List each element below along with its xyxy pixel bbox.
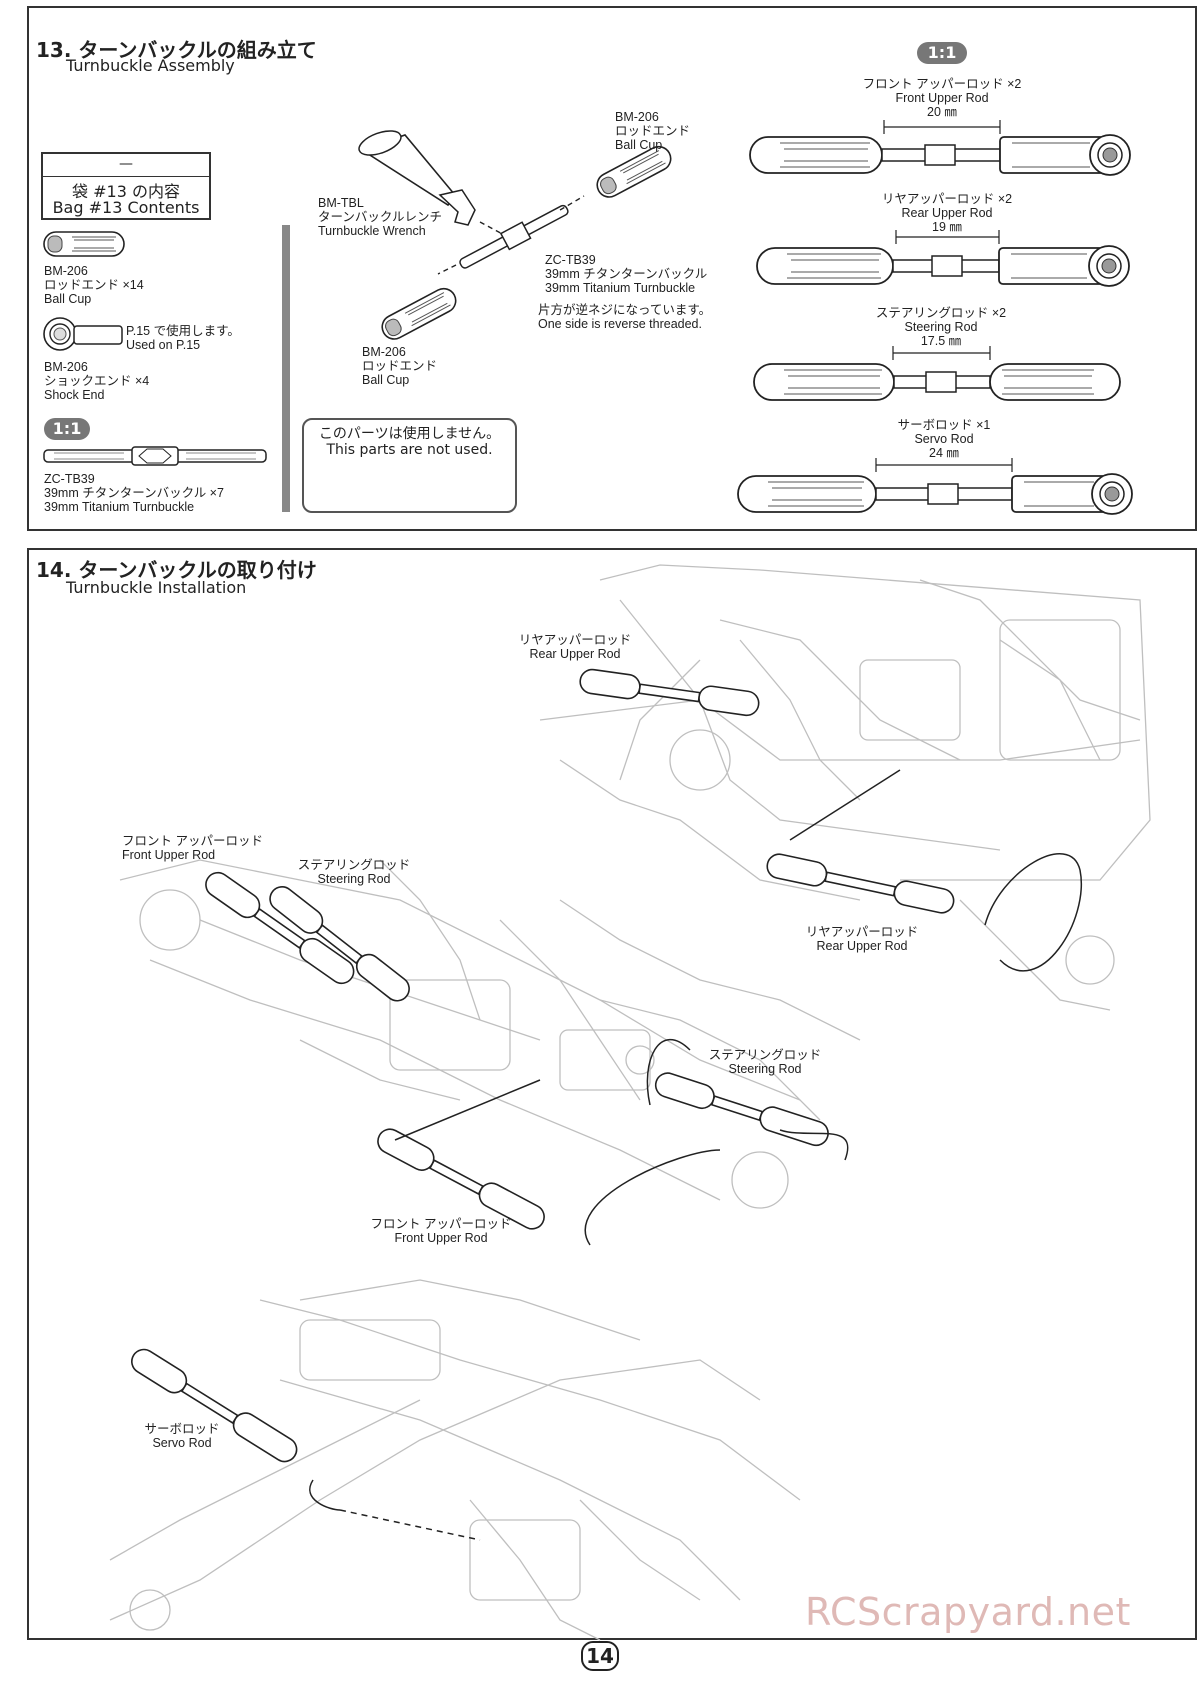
rod-steering-label: ステアリングロッド ×2 Steering Rod 17.5 ㎜	[875, 306, 1007, 348]
bag-label-jp: 袋 #13 の内容	[72, 182, 180, 201]
turnbuckle-label: ZC-TB39 39mm チタンターンバックル ×7 39mm Titanium…	[44, 472, 224, 514]
reverse-thread-note: 片方が逆ネジになっています。 One side is reverse threa…	[538, 303, 712, 331]
rod-steering	[753, 363, 1121, 401]
callout-front-upper-bottom: フロント アッパーロッド Front Upper Rod	[370, 1217, 512, 1245]
rod-servo	[737, 473, 1133, 515]
bag-divider	[43, 176, 209, 177]
divider-bar	[282, 225, 290, 512]
ball-cup-bottom-label: BM-206 ロッドエンド Ball Cup	[362, 345, 438, 387]
page-number: 14	[581, 1641, 619, 1671]
assembly-turnbuckle	[459, 204, 569, 269]
dimension-lines	[875, 120, 1013, 472]
watermark: RCScrapyard.net	[805, 1590, 1131, 1634]
bag-contents-box: — 袋 #13 の内容 Bag #13 Contents	[41, 152, 211, 220]
scale-badge-left: 1:1	[44, 418, 90, 440]
turnbuckle-part	[43, 446, 267, 466]
wrench-label: BM-TBL ターンバックルレンチ Turnbuckle Wrench	[318, 196, 443, 238]
ball-cup-top-label: BM-206 ロッドエンド Ball Cup	[615, 110, 691, 152]
callout-rear-upper-top: リヤアッパーロッド Rear Upper Rod	[518, 633, 632, 661]
step-14-title: 14. ターンバックルの取り付け	[36, 558, 317, 582]
callout-servo-rod: サーボロッド Servo Rod	[144, 1422, 220, 1450]
assembly-turnbuckle-label: ZC-TB39 39mm チタンターンバックル 39mm Titanium Tu…	[545, 253, 708, 295]
rod-rear-upper	[756, 245, 1130, 287]
callout-steering-bottom: ステアリングロッド Steering Rod	[708, 1048, 822, 1076]
rod-servo-label: サーボロッド ×1 Servo Rod 24 ㎜	[897, 418, 991, 460]
not-used-box: このパーツは使用しません。 This parts are not used.	[302, 418, 517, 513]
callout-steering-top: ステアリングロッド Steering Rod	[297, 858, 411, 886]
bag-label-en: Bag #13 Contents	[52, 198, 200, 217]
callout-rear-upper-bottom: リヤアッパーロッド Rear Upper Rod	[805, 925, 919, 953]
callout-front-upper-top: フロント アッパーロッド Front Upper Rod	[122, 834, 263, 862]
turnbuckle-wrench-part	[358, 130, 476, 226]
step-14-subtitle: Turnbuckle Installation	[66, 578, 247, 597]
shock-end-part	[43, 317, 123, 351]
not-used-text: このパーツは使用しません。 This parts are not used.	[318, 426, 501, 458]
ball-cup-label: BM-206 ロッドエンド ×14 Ball Cup	[44, 264, 144, 306]
bag-dash: —	[119, 156, 133, 172]
scale-badge-right: 1:1	[917, 42, 967, 64]
rod-front-upper-label: フロント アッパーロッド ×2 Front Upper Rod 20 ㎜	[862, 77, 1022, 119]
step-13-title: 13. ターンバックルの組み立て	[36, 38, 317, 62]
rod-rear-upper-label: リヤアッパーロッド ×2 Rear Upper Rod 19 ㎜	[881, 192, 1013, 234]
step-14-panel	[27, 548, 1197, 1640]
shock-end-label: BM-206 ショックエンド ×4 Shock End	[44, 360, 150, 402]
step-13-subtitle: Turnbuckle Assembly	[66, 56, 235, 75]
used-on-note: P.15 で使用します。 Used on P.15	[126, 324, 240, 352]
rod-front-upper	[749, 134, 1131, 176]
